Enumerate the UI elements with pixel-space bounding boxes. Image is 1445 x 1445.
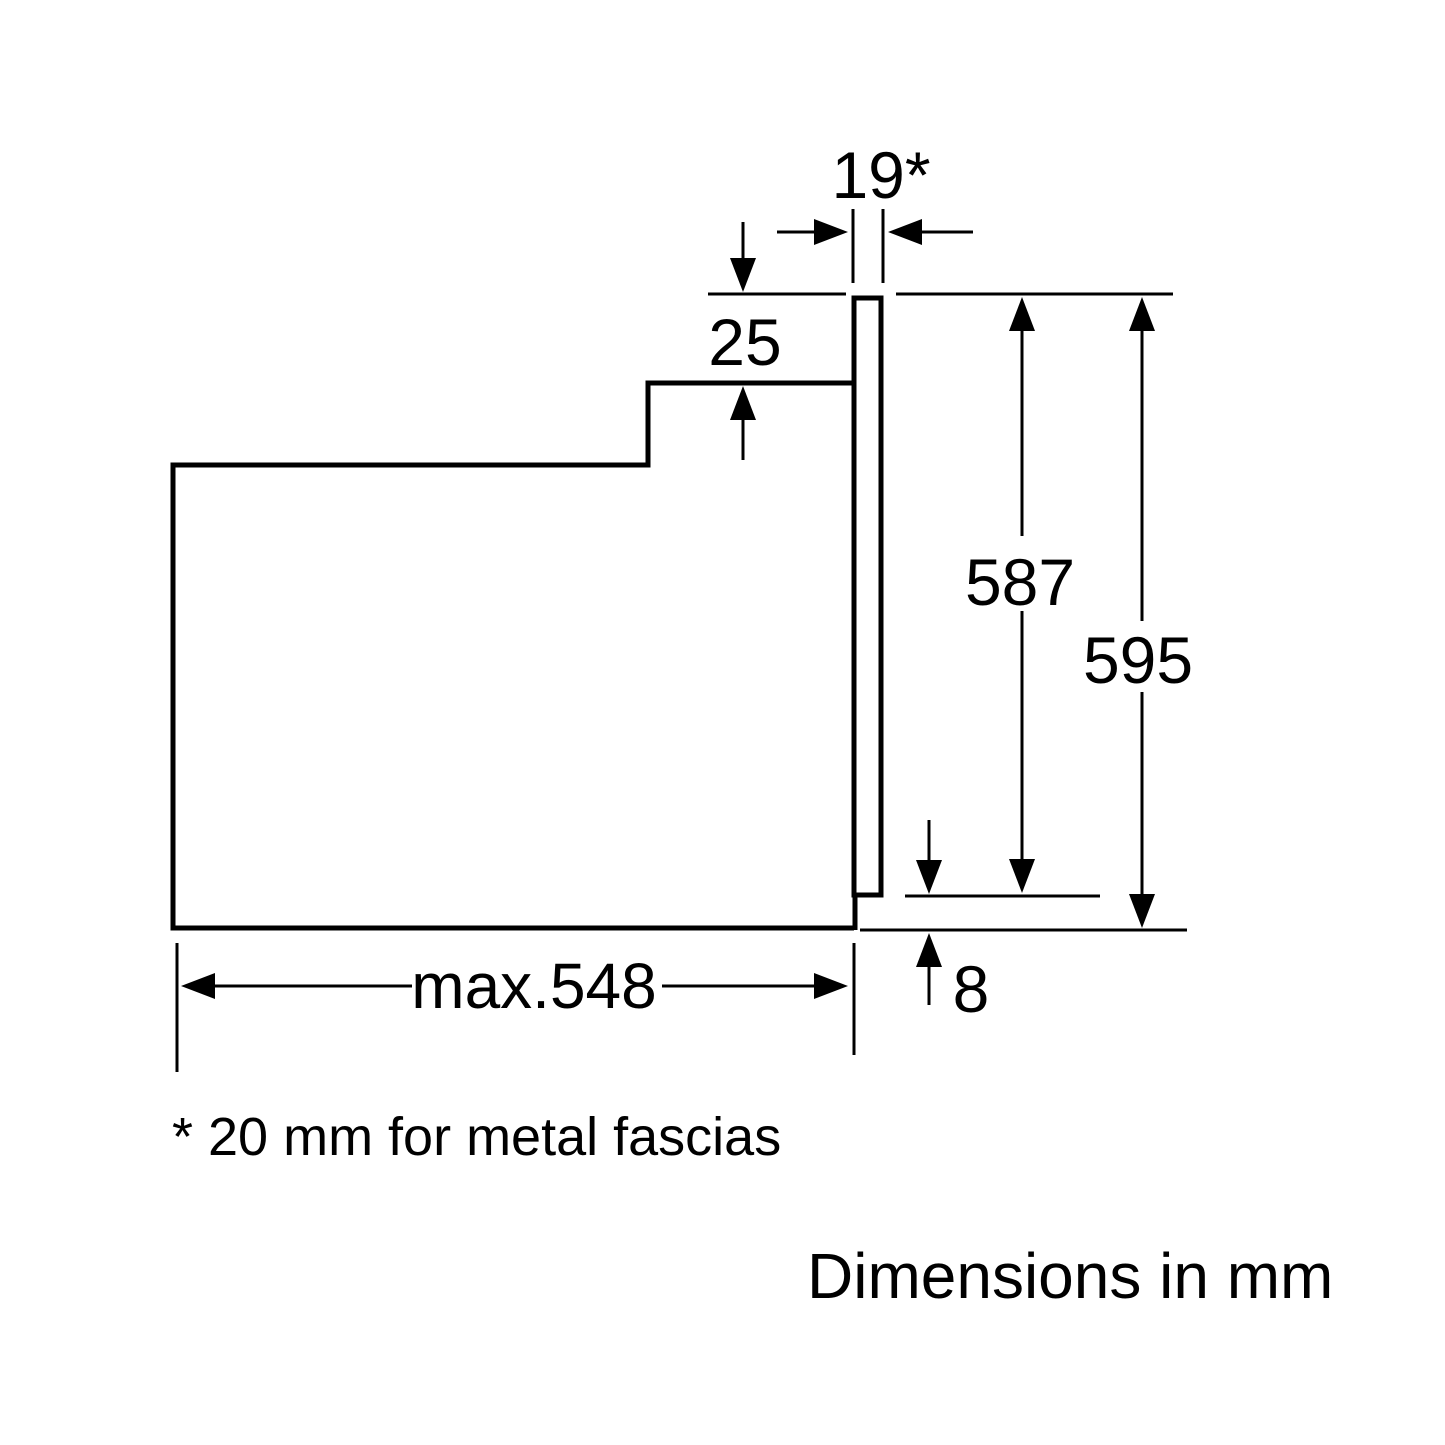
door-panel-rect — [851, 295, 884, 898]
arrowhead-recess-down — [730, 258, 756, 292]
arrowhead-587-up — [1009, 297, 1035, 331]
arrowhead-recess-up — [730, 386, 756, 420]
dim-bottom-gap-8: 8 — [916, 820, 989, 1026]
arrowhead-595-down — [1129, 894, 1155, 928]
arrowhead-587-down — [1009, 859, 1035, 893]
arrowhead-depth-left — [181, 973, 215, 999]
dim-depth-max548: max.548 — [175, 943, 856, 1072]
footnote-text: * 20 mm for metal fascias — [172, 1107, 781, 1167]
dim-niche-height-587: 587 — [905, 297, 1100, 898]
label-top-recess: 25 — [708, 305, 781, 379]
label-fascia-thickness: 19* — [831, 138, 930, 212]
arrowhead-fascia-left-pointing — [888, 219, 922, 245]
arrowhead-595-up — [1129, 297, 1155, 331]
arrowhead-fascia-right-pointing — [814, 219, 848, 245]
dim-total-height-595: 595 — [860, 297, 1193, 932]
dim-top-recess-25: 25 — [708, 222, 846, 460]
oven-body-path — [170, 380, 854, 931]
label-appliance-depth: max.548 — [411, 950, 656, 1022]
arrowhead-gap-up — [916, 933, 942, 967]
oven-body-outline — [170, 380, 854, 931]
label-bottom-gap: 8 — [953, 952, 990, 1026]
oven-door-panel — [851, 295, 884, 930]
arrowhead-gap-down — [916, 860, 942, 894]
label-niche-height: 587 — [965, 545, 1075, 619]
units-note: Dimensions in mm — [807, 1240, 1333, 1312]
label-total-height: 595 — [1083, 623, 1193, 697]
arrowhead-depth-right — [814, 973, 848, 999]
dim-fascia-thickness-19: 19* — [777, 138, 973, 283]
